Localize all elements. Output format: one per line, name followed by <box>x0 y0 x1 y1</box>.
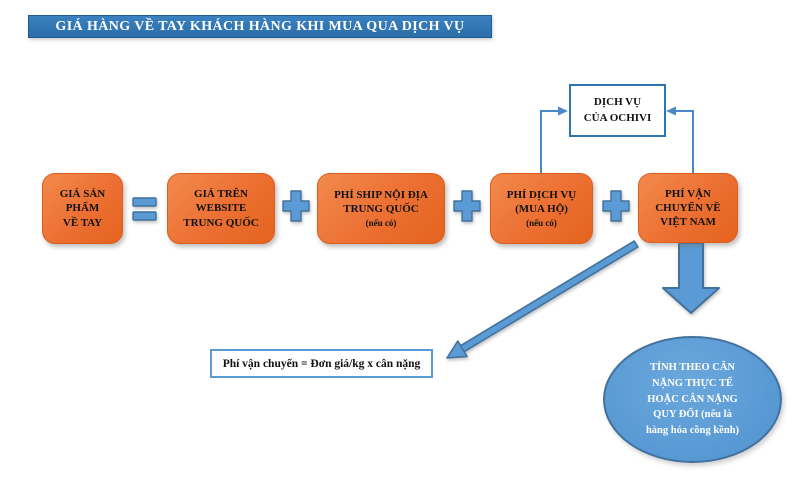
page-title: GIÁ HÀNG VỀ TAY KHÁCH HÀNG KHI MUA QUA D… <box>28 15 492 38</box>
ellipse-line: TÍNH THEO CÂN <box>650 362 735 374</box>
flow-box-line: PHẨM <box>65 202 100 215</box>
flow-box-line: (MUA HỘ) <box>515 203 568 216</box>
flow-box-line: PHÍ SHIP NỘI ĐỊA <box>334 189 428 202</box>
ellipse-line: NẶNG THỰC TẾ <box>652 377 733 389</box>
plus-icon <box>282 190 310 222</box>
flow-box-line: VỀ TAY <box>62 216 103 229</box>
arrow-diagonal-icon <box>446 240 639 359</box>
arrow-right-icon <box>558 106 568 116</box>
flow-box-line: PHÍ DỊCH VỤ <box>506 189 577 202</box>
flow-box-line: PHÍ VẬN <box>665 187 711 200</box>
service-box-line: CỦA OCHIVI <box>583 111 652 124</box>
flow-box-line: GIÁ SẢN <box>59 188 106 201</box>
arrow-down-icon <box>662 242 720 314</box>
flow-box-service-fee: PHÍ DỊCH VỤ (MUA HỘ) (nếu có) <box>490 173 593 244</box>
flow-box-product-price: GIÁ SẢN PHẨM VỀ TAY <box>42 173 123 244</box>
ellipse-line: hàng hóa cồng kềnh) <box>645 425 740 437</box>
flow-box-line: VIỆT NAM <box>660 216 716 229</box>
flow-box-note: (nếu có) <box>365 217 397 228</box>
shipping-formula-text: Phí vận chuyển = Đơn giá/kg x cân nặng <box>222 357 421 370</box>
flow-box-line: TRUNG QUỐC <box>183 216 259 229</box>
flow-box-line: GIÁ TRÊN <box>194 188 248 201</box>
flow-box-line: TRUNG QUỐC <box>343 203 419 216</box>
flow-box-domestic-ship-fee: PHÍ SHIP NỘI ĐỊA TRUNG QUỐC (nếu có) <box>317 173 445 244</box>
arrow-left-icon <box>666 106 676 116</box>
service-box-line: DỊCH VỤ <box>593 96 642 109</box>
flow-box-website-price: GIÁ TRÊN WEBSITE TRUNG QUỐC <box>167 173 275 244</box>
flow-box-line: WEBSITE <box>195 202 247 215</box>
weight-calculation-ellipse: TÍNH THEO CÂN NẶNG THỰC TẾ HOẶC CÂN NẶNG… <box>603 336 782 463</box>
equals-icon <box>132 197 157 221</box>
elbow-connector-left <box>540 106 568 173</box>
plus-icon <box>453 190 481 222</box>
flow-box-note: (nếu có) <box>526 217 557 228</box>
plus-icon <box>602 190 630 222</box>
ellipse-line: QUY ĐỔI (nếu là <box>653 409 732 421</box>
flow-box-line: CHUYỂN VỀ <box>655 201 721 214</box>
ochivi-service-box: DỊCH VỤ CỦA OCHIVI <box>569 84 666 137</box>
elbow-connector-right <box>666 106 694 173</box>
ellipse-line: HOẶC CÂN NẶNG <box>647 393 738 405</box>
shipping-formula-box: Phí vận chuyển = Đơn giá/kg x cân nặng <box>210 349 433 378</box>
flow-box-vn-shipping-fee: PHÍ VẬN CHUYỂN VỀ VIỆT NAM <box>638 173 738 243</box>
